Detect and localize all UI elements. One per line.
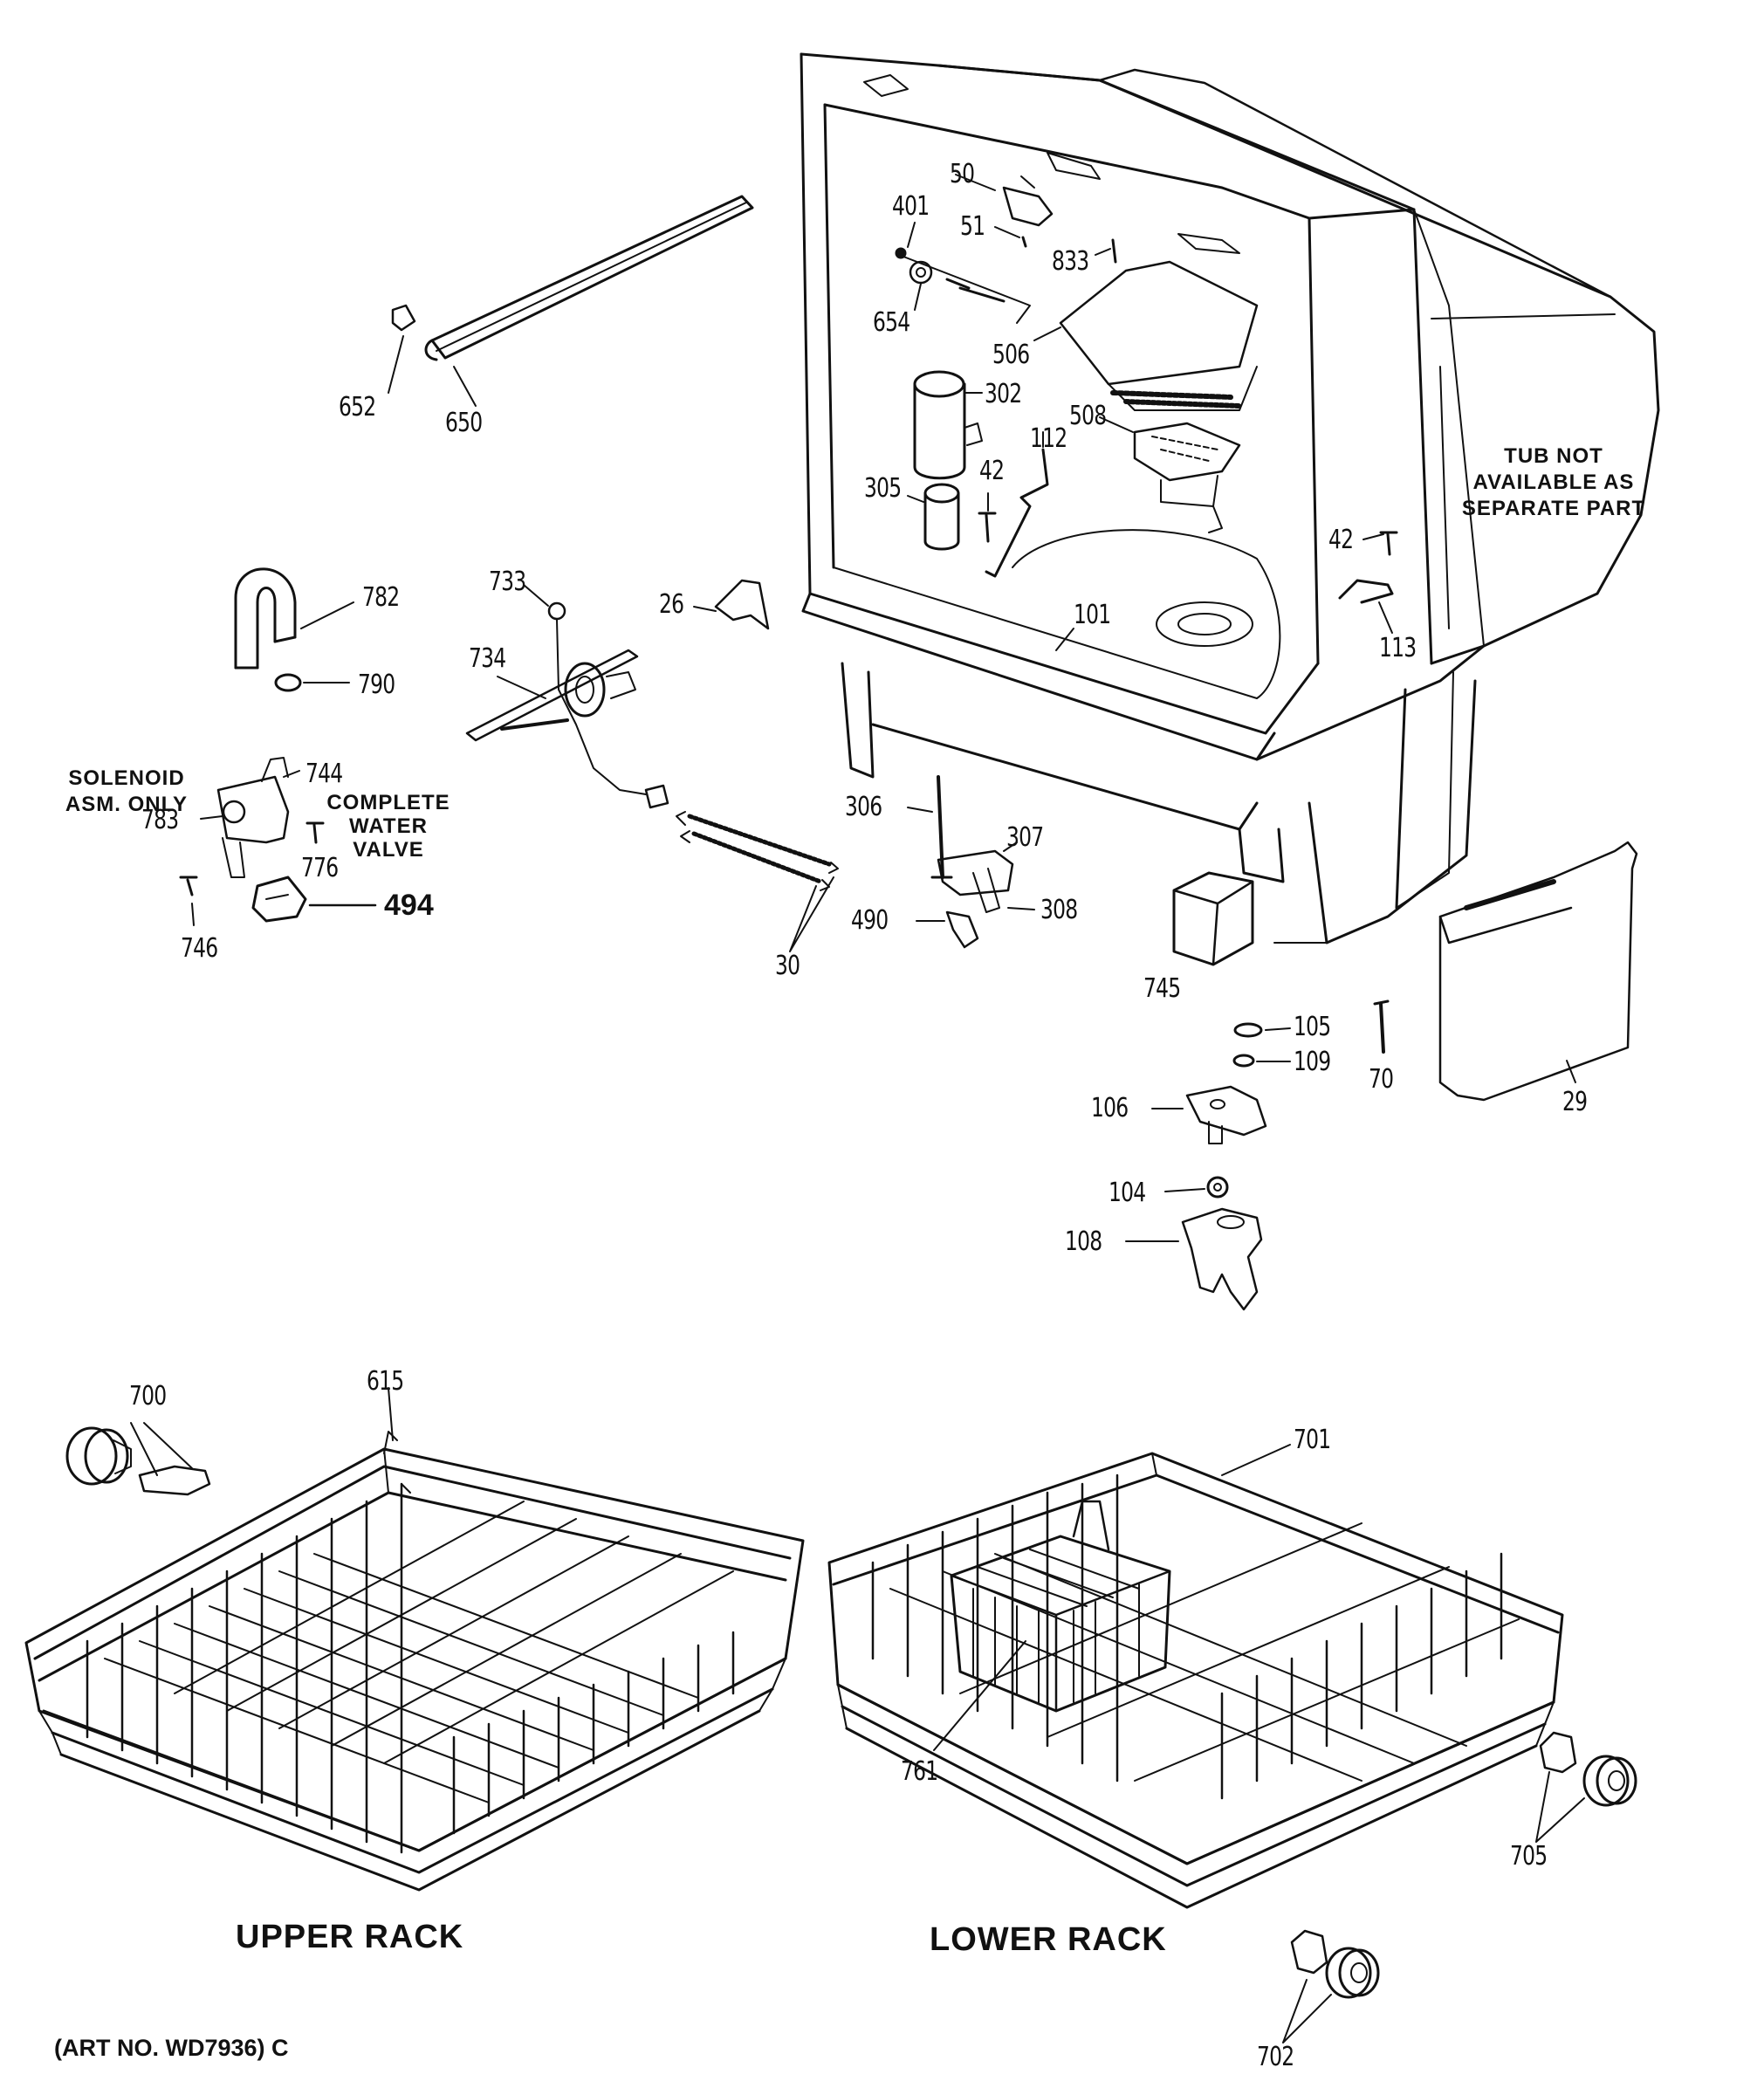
part-label-308: 308 <box>1040 895 1078 925</box>
part-label-104: 104 <box>1109 1178 1146 1208</box>
part-label-734: 734 <box>469 643 506 674</box>
part-label-302: 302 <box>985 379 1022 409</box>
part-label-29: 29 <box>1562 1087 1588 1117</box>
part-label-42-right: 42 <box>1328 525 1354 555</box>
solenoid-note-line-2: ASM. ONLY <box>65 793 189 816</box>
part-label-113: 113 <box>1379 633 1417 663</box>
lower-rack-heading: LOWER RACK <box>930 1921 1167 1958</box>
part-label-783: 783 <box>141 805 179 835</box>
part-label-26: 26 <box>659 589 684 620</box>
part-label-506: 506 <box>992 340 1030 370</box>
part-label-508: 508 <box>1069 401 1107 431</box>
part-label-650: 650 <box>445 408 483 438</box>
part-label-50: 50 <box>950 159 975 189</box>
part-label-700: 700 <box>129 1381 167 1412</box>
part-label-790: 790 <box>358 670 395 700</box>
part-label-105: 105 <box>1294 1012 1331 1042</box>
tub <box>800 52 1660 944</box>
upper-rack-drawing <box>24 1422 805 1892</box>
part-label-833: 833 <box>1052 246 1089 277</box>
part-label-745: 745 <box>1143 973 1181 1004</box>
part-label-761: 761 <box>901 1756 938 1787</box>
part-label-652: 652 <box>339 392 376 422</box>
solenoid-note: SOLENOID ASM. ONLY <box>52 766 201 818</box>
water-valve-note-line-3: VALVE <box>353 838 424 862</box>
part-label-51: 51 <box>960 211 985 242</box>
part-label-307: 307 <box>1006 822 1044 853</box>
part-label-733: 733 <box>489 567 526 597</box>
art-number: (ART NO. WD7936) C <box>54 2035 289 2061</box>
water-valve-note-line-2: WATER <box>349 814 428 838</box>
part-label-701: 701 <box>1294 1425 1331 1455</box>
tub-note-line-3: SEPARATE PART <box>1461 497 1646 520</box>
part-label-108: 108 <box>1065 1226 1102 1257</box>
water-valve-note: COMPLETE WATER VALVE <box>319 791 458 862</box>
tub-note: TUB NOT AVAILABLE AS SEPARATE PART <box>1458 443 1650 522</box>
part-label-106: 106 <box>1091 1093 1129 1123</box>
tub-note-line-2: AVAILABLE AS <box>1472 471 1635 494</box>
part-label-615: 615 <box>367 1366 404 1397</box>
part-label-101: 101 <box>1074 600 1111 630</box>
tub-note-line-1: TUB NOT <box>1504 444 1603 468</box>
part-label-112: 112 <box>1030 423 1067 454</box>
part-label-494: 494 <box>384 889 434 922</box>
water-valve-note-line-1: COMPLETE <box>326 791 450 814</box>
part-label-70: 70 <box>1369 1064 1394 1095</box>
part-label-401: 401 <box>892 191 930 222</box>
part-label-702: 702 <box>1257 2042 1294 2072</box>
part-label-782: 782 <box>362 582 400 613</box>
part-label-776: 776 <box>301 853 339 883</box>
lower-rack-drawing <box>827 1452 1637 2043</box>
part-label-490: 490 <box>851 905 889 936</box>
part-label-42-left: 42 <box>979 456 1005 486</box>
upper-rack-heading: UPPER RACK <box>236 1919 464 1955</box>
part-label-654: 654 <box>873 307 910 338</box>
part-label-305: 305 <box>864 473 902 504</box>
part-label-109: 109 <box>1294 1047 1331 1077</box>
part-label-746: 746 <box>181 933 218 964</box>
part-label-30: 30 <box>775 951 800 981</box>
part-label-744: 744 <box>305 759 343 789</box>
part-label-705: 705 <box>1510 1841 1548 1872</box>
solenoid-note-line-1: SOLENOID <box>68 766 185 790</box>
part-label-306: 306 <box>845 792 882 822</box>
